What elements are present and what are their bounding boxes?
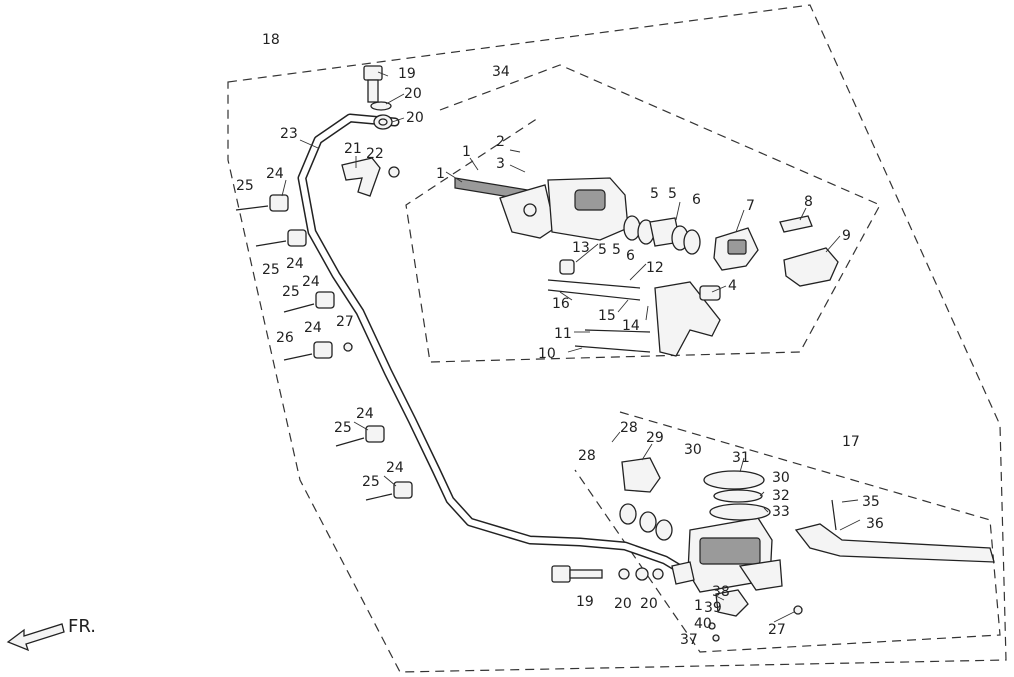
front-direction-arrow-icon bbox=[6, 623, 65, 652]
callout-31: 31 bbox=[732, 450, 750, 466]
assembly-boundary-18 bbox=[227, 4, 1007, 673]
callout-6: 6 bbox=[692, 192, 701, 208]
callout-36: 36 bbox=[866, 516, 884, 532]
callout-14: 14 bbox=[622, 318, 640, 334]
callout-16: 16 bbox=[552, 296, 570, 312]
callout-28: 28 bbox=[578, 448, 596, 464]
callout-25: 25 bbox=[236, 178, 254, 194]
hose-guide-bracket bbox=[341, 157, 400, 197]
front-direction-indicator: FR. bbox=[6, 616, 96, 652]
banjo-bolt-bottom bbox=[551, 561, 695, 585]
callout-15: 15 bbox=[598, 308, 616, 324]
callout-24: 24 bbox=[286, 256, 304, 272]
callout-25: 25 bbox=[362, 474, 380, 490]
callout-5: 5 bbox=[598, 242, 607, 258]
callout-20: 20 bbox=[640, 596, 658, 612]
callout-24: 24 bbox=[304, 320, 322, 336]
callout-25: 25 bbox=[282, 284, 300, 300]
callout-37: 37 bbox=[680, 632, 698, 648]
callout-25: 25 bbox=[334, 420, 352, 436]
pistons-and-seals bbox=[623, 215, 701, 255]
callout-24: 24 bbox=[302, 274, 320, 290]
part-callouts: 18 19 20 20 34 23 21 22 2 3 1 1 5 5 6 7 … bbox=[236, 32, 884, 648]
callout-27: 27 bbox=[768, 622, 786, 638]
callout-2: 2 bbox=[496, 134, 505, 150]
callout-30: 30 bbox=[684, 442, 702, 458]
caliper-bracket bbox=[547, 259, 721, 357]
callout-32: 32 bbox=[772, 488, 790, 504]
brake-caliper bbox=[454, 177, 629, 241]
callout-40: 40 bbox=[694, 616, 712, 632]
front-direction-label: FR. bbox=[68, 616, 96, 637]
callout-27: 27 bbox=[336, 314, 354, 330]
callout-5: 5 bbox=[650, 186, 659, 202]
brake-lever bbox=[794, 499, 995, 563]
callout-19: 19 bbox=[576, 594, 594, 610]
callout-10: 10 bbox=[538, 346, 556, 362]
callout-12: 12 bbox=[646, 260, 664, 276]
callout-20: 20 bbox=[614, 596, 632, 612]
callout-6: 6 bbox=[626, 248, 635, 264]
leader-lines bbox=[281, 71, 861, 623]
callout-20: 20 bbox=[404, 86, 422, 102]
callout-1: 1 bbox=[694, 598, 703, 614]
caliper-group-boundary-34 bbox=[405, 64, 881, 363]
callout-25: 25 bbox=[262, 262, 280, 278]
brake-pads bbox=[713, 215, 839, 287]
callout-21: 21 bbox=[344, 141, 362, 157]
callout-4: 4 bbox=[728, 278, 737, 294]
callout-22: 22 bbox=[366, 146, 384, 162]
callout-29: 29 bbox=[646, 430, 664, 446]
callout-24: 24 bbox=[266, 166, 284, 182]
callout-24: 24 bbox=[356, 406, 374, 422]
callout-17: 17 bbox=[842, 434, 860, 450]
callout-13: 13 bbox=[572, 240, 590, 256]
callout-20: 20 bbox=[406, 110, 424, 126]
callout-5: 5 bbox=[668, 186, 677, 202]
callout-1: 1 bbox=[462, 144, 471, 160]
hose-clamps bbox=[235, 194, 413, 501]
callout-26: 26 bbox=[276, 330, 294, 346]
callout-5: 5 bbox=[612, 242, 621, 258]
callout-7: 7 bbox=[746, 198, 755, 214]
master-cylinder-group-boundary-17 bbox=[574, 411, 1001, 653]
callout-23: 23 bbox=[280, 126, 298, 142]
callout-8: 8 bbox=[804, 194, 813, 210]
callout-38: 38 bbox=[712, 584, 730, 600]
callout-33: 33 bbox=[772, 504, 790, 520]
callout-19: 19 bbox=[398, 66, 416, 82]
callout-28: 28 bbox=[620, 420, 638, 436]
callout-11: 11 bbox=[554, 326, 572, 342]
callout-24: 24 bbox=[386, 460, 404, 476]
master-cylinder bbox=[619, 457, 783, 593]
brake-hose bbox=[297, 113, 690, 577]
callout-35: 35 bbox=[862, 494, 880, 510]
callout-1: 1 bbox=[436, 166, 445, 182]
banjo-bolt-top bbox=[363, 65, 393, 130]
callout-30: 30 bbox=[772, 470, 790, 486]
callout-18: 18 bbox=[262, 32, 280, 48]
callout-3: 3 bbox=[496, 156, 505, 172]
callout-39: 39 bbox=[704, 600, 722, 616]
callout-9: 9 bbox=[842, 228, 851, 244]
brake-switch bbox=[708, 589, 803, 642]
callout-34: 34 bbox=[492, 64, 510, 80]
